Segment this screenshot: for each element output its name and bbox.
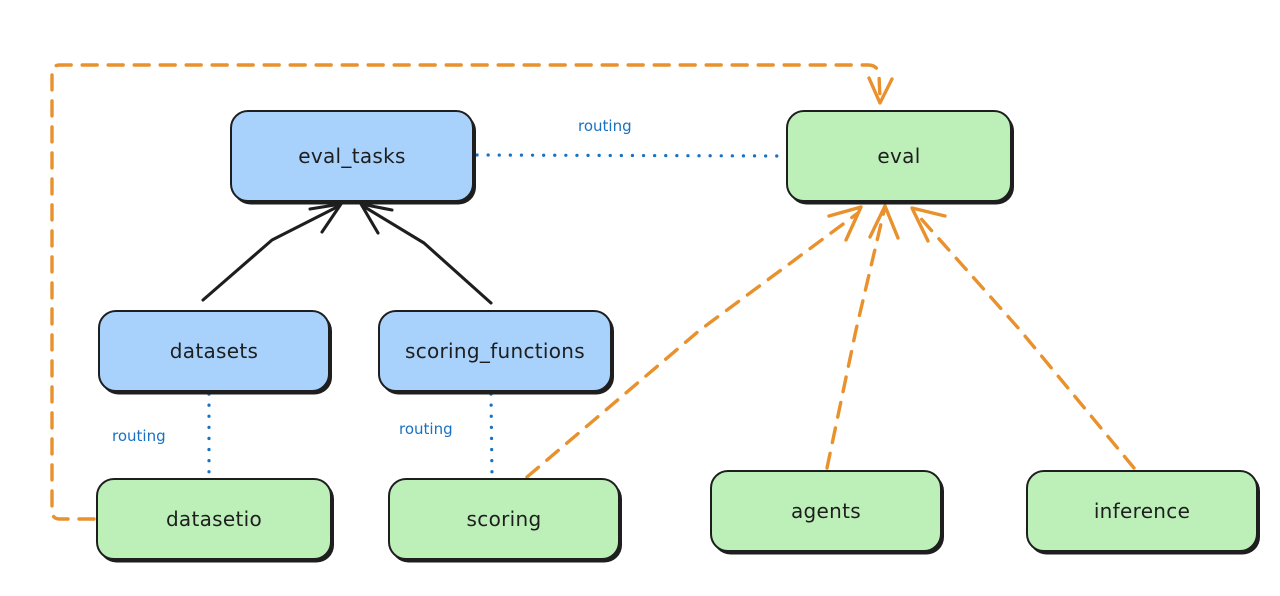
edge-scoring-to-eval bbox=[525, 205, 863, 479]
node-label-datasets: datasets bbox=[169, 339, 259, 363]
edge-datasets-to-eval_tasks bbox=[201, 202, 343, 302]
edge-scoring_functions-to-scoring bbox=[489, 392, 494, 478]
node-datasetio[interactable]: datasetio bbox=[96, 478, 332, 560]
node-inference[interactable]: inference bbox=[1026, 470, 1258, 552]
node-datasets[interactable]: datasets bbox=[98, 310, 330, 392]
edge-label-routing-scoring_functions-scoring: routing bbox=[399, 420, 453, 438]
node-scoring[interactable]: scoring bbox=[388, 478, 620, 560]
edge-eval_tasks-to-eval bbox=[475, 153, 785, 158]
edge-label-routing-datasets-datasetio: routing bbox=[112, 427, 166, 445]
node-label-agents: agents bbox=[791, 499, 861, 523]
node-label-scoring: scoring bbox=[466, 507, 542, 531]
node-label-scoring_functions: scoring_functions bbox=[404, 339, 586, 363]
node-agents[interactable]: agents bbox=[710, 470, 942, 552]
node-eval_tasks[interactable]: eval_tasks bbox=[230, 110, 474, 202]
edge-agents-to-eval bbox=[825, 204, 900, 470]
node-label-datasetio: datasetio bbox=[165, 507, 263, 531]
edge-label-routing-eval_tasks-eval: routing bbox=[578, 117, 632, 135]
edge-scoring_functions-to-eval_tasks bbox=[359, 202, 493, 305]
node-scoring_functions[interactable]: scoring_functions bbox=[378, 310, 612, 392]
node-eval[interactable]: eval bbox=[786, 110, 1012, 202]
edge-inference-to-eval bbox=[910, 206, 1136, 470]
node-label-eval: eval bbox=[877, 144, 921, 168]
edge-datasetio-to-eval bbox=[50, 63, 894, 521]
node-label-eval_tasks: eval_tasks bbox=[298, 144, 406, 168]
node-label-inference: inference bbox=[1093, 499, 1191, 523]
